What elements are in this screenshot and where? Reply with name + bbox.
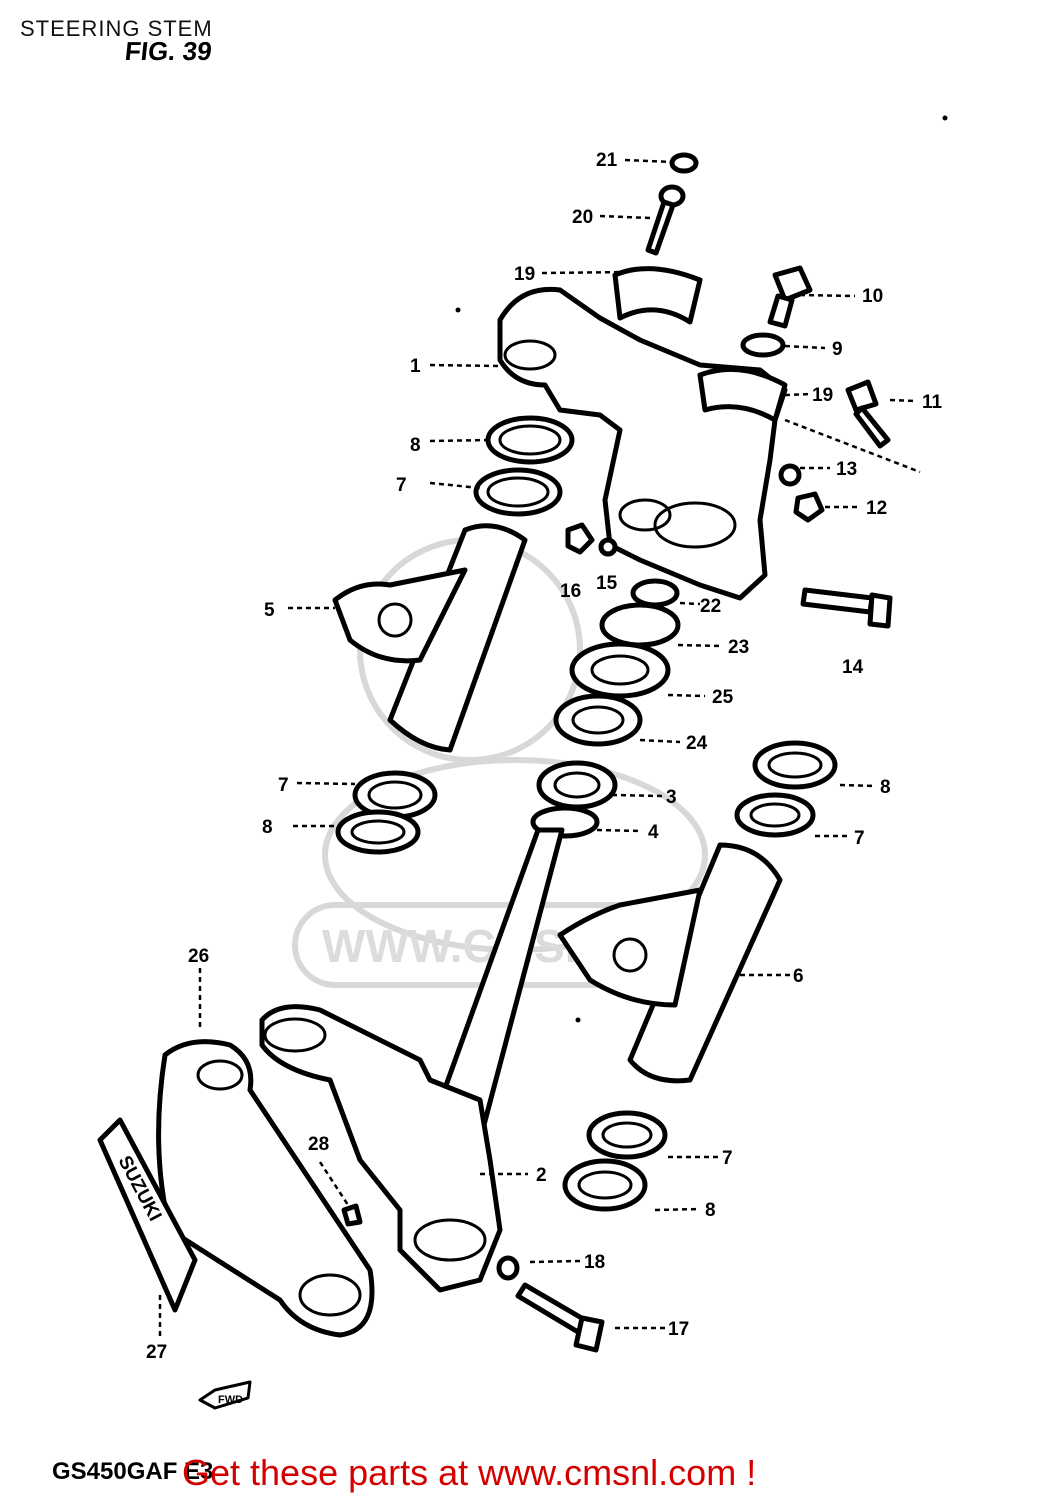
callout-12: 12 (866, 498, 887, 519)
part-18-washer (496, 1255, 520, 1281)
part-7-bearing-lower-right (586, 1110, 668, 1160)
model-code: GS450GAF E3 (52, 1458, 214, 1485)
callout-7-right: 7 (854, 828, 865, 849)
callout-8-lower-right: 8 (705, 1200, 716, 1221)
callout-8-upper-left: 8 (410, 435, 421, 456)
part-3-bearing (536, 760, 618, 810)
callout-16: 16 (560, 581, 581, 602)
part-13-washer (778, 463, 802, 487)
part-14-bolt (800, 587, 893, 629)
callout-labels: 21 20 19 10 9 1 19 11 8 13 7 12 16 15 22… (146, 150, 943, 1363)
part-2-steering-stem (259, 827, 565, 1293)
part-8-seal-right (752, 740, 838, 790)
part-11-bolt (845, 379, 891, 449)
part-17-bolt (515, 1282, 605, 1353)
callout-24: 24 (686, 733, 708, 754)
callout-17: 17 (668, 1319, 689, 1340)
callout-8-left: 8 (262, 817, 273, 838)
part-9-washer (740, 332, 786, 358)
part-24-bearing (553, 693, 643, 747)
part-19-lower-clamp (697, 366, 788, 423)
callout-21: 21 (596, 150, 618, 171)
callout-1: 1 (410, 356, 421, 377)
part-25-race (569, 641, 671, 699)
part-5-bracket-plate (332, 567, 468, 664)
leader-lines (158, 158, 921, 1340)
part-6-bracket-plate (557, 887, 703, 1008)
part-15-washer (598, 537, 618, 557)
part-23-ring (599, 602, 681, 648)
callout-2: 2 (536, 1165, 547, 1186)
part-10-bolt (767, 265, 813, 329)
part-27-emblem: SUZUKI (97, 1117, 198, 1313)
callout-5: 5 (264, 600, 275, 621)
part-21-cap (669, 152, 699, 174)
part-5-fork-cover-left (387, 523, 528, 753)
callout-25: 25 (712, 687, 734, 708)
svg-text:FWD: FWD (218, 1394, 243, 1406)
callout-3: 3 (666, 787, 677, 808)
part-22-locknut (630, 578, 680, 608)
part-28-clip (341, 1203, 363, 1227)
part-8-seal-left (335, 809, 421, 855)
callout-28: 28 (308, 1134, 329, 1155)
callout-18: 18 (584, 1252, 605, 1273)
callout-6: 6 (793, 966, 804, 987)
callout-7-left: 7 (278, 775, 289, 796)
callout-13: 13 (836, 459, 857, 480)
callout-27: 27 (146, 1342, 167, 1363)
callout-4: 4 (648, 822, 659, 843)
callout-8-right: 8 (880, 777, 891, 798)
callout-26: 26 (188, 946, 209, 967)
part-19-handlebar-clamp (612, 266, 703, 325)
part-1-upper-bracket (497, 286, 788, 601)
callout-7-upper-left: 7 (396, 475, 407, 496)
part-6-fork-cover-right (627, 842, 783, 1084)
callout-19-upper: 19 (514, 264, 535, 285)
callout-7-lower-right: 7 (722, 1148, 733, 1169)
part-7-bearing-right (734, 792, 816, 838)
callout-9: 9 (832, 339, 843, 360)
callout-11: 11 (922, 392, 943, 413)
callout-19-lower: 19 (812, 385, 833, 406)
callout-14: 14 (842, 657, 864, 678)
page-title: STEERING STEM (20, 16, 213, 41)
callout-20: 20 (572, 207, 593, 228)
callout-22: 22 (700, 596, 721, 617)
part-20-bolt (645, 184, 686, 256)
part-16-nut (565, 522, 595, 555)
get-parts-link[interactable]: Get these parts at www.cmsnl.com ! (182, 1452, 757, 1493)
part-12-nut (793, 491, 825, 523)
callout-15: 15 (596, 573, 618, 594)
callout-23: 23 (728, 637, 749, 658)
callout-10: 10 (862, 286, 883, 307)
fwd-arrow-icon: FWD (198, 1380, 252, 1410)
part-8-seal-lower-right (562, 1158, 648, 1212)
part-26-fork-brace (156, 1039, 375, 1338)
